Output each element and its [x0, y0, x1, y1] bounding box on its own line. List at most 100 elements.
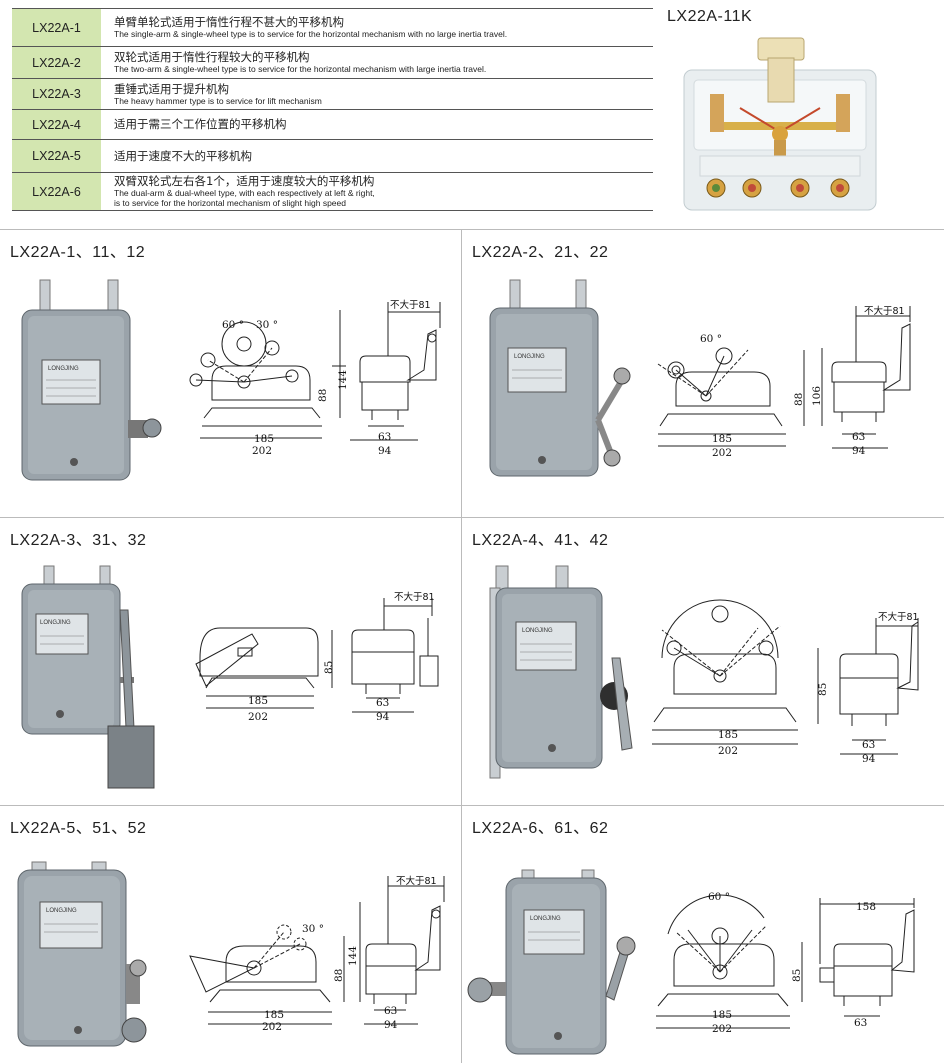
switch-photo: LONGJING [21, 565, 155, 789]
spec-desc-en: The single-arm & single-wheel type is to… [114, 29, 508, 39]
dim-max-label: 不大于81 [396, 875, 437, 887]
product-title: LX22A-4、41、42 [472, 532, 609, 549]
product-cell-graphics: LONGJING [467, 869, 915, 1055]
spec-description: 双臂双轮式左右各1个，适用于速度较大的平移机构 The dual-arm & d… [102, 173, 653, 210]
switch-photo: LONGJING [21, 279, 162, 481]
spec-description: 双轮式适用于惰性行程较大的平移机构 The two-arm & single-w… [102, 47, 653, 78]
switch-photo: LONGJING [17, 861, 147, 1047]
dim-total-width: 202 [248, 711, 268, 723]
dim-total-width: 202 [718, 745, 738, 757]
dim-height: 88 [333, 969, 345, 982]
spec-code: LX22A-5 [12, 140, 102, 172]
dim-total-depth: 94 [862, 753, 876, 765]
top-product-photo [683, 37, 877, 211]
dim-width: 185 [254, 433, 274, 445]
dim-overall-width: 158 [856, 901, 876, 913]
dim-overall-height: 144 [347, 946, 359, 966]
front-view-drawing [657, 306, 911, 449]
top-product-title: LX22A-11K [667, 8, 753, 25]
spec-desc-en: The heavy hammer type is to service for … [114, 95, 322, 106]
angle-label: 60 ° [700, 333, 722, 345]
product-cell-graphics: LONGJING [489, 565, 919, 779]
product-cell-graphics: LONGJING [21, 279, 441, 481]
product-title: LX22A-3、31、32 [10, 532, 147, 549]
spec-desc-cn: 双臂双轮式左右各1个，适用于速度较大的平移机构 [114, 174, 375, 188]
dim-depth: 63 [854, 1017, 867, 1029]
dim-total-depth: 94 [376, 711, 390, 723]
dim-depth: 63 [862, 739, 875, 751]
dim-total-depth: 94 [378, 445, 392, 457]
dim-height: 88 [317, 389, 329, 402]
front-view-drawing [195, 598, 439, 713]
product-cell-lx22a-6: LX22A-6、61、62 LONGJING [462, 806, 924, 1063]
dim-total-width: 202 [712, 447, 732, 459]
dim-overall-height: 106 [811, 386, 823, 406]
divider [0, 517, 944, 518]
product-title: LX22A-5、51、52 [10, 820, 147, 837]
dim-max-label: 不大于81 [864, 305, 905, 317]
product-cell-lx22a-2: LX22A-2、21、22 LONGJING [462, 230, 924, 518]
spec-code: LX22A-6 [12, 173, 102, 210]
spec-row: LX22A-6 双臂双轮式左右各1个，适用于速度较大的平移机构 The dual… [12, 173, 653, 211]
dim-max-label: 不大于81 [878, 611, 919, 623]
dim-overall-height: 144 [337, 370, 349, 390]
product-cell-graphics: LONGJING [17, 861, 445, 1047]
dim-depth: 63 [378, 431, 391, 443]
angle-label: 30 ° [302, 923, 324, 935]
spec-desc-en: The dual-arm & dual-wheel type, with eac… [114, 188, 375, 198]
product-cell-lx22a-5: LX22A-5、51、52 LONGJING [0, 806, 462, 1063]
dim-height: 85 [791, 969, 803, 982]
spec-code: LX22A-4 [12, 110, 102, 139]
spec-row: LX22A-3 重锤式适用于提升机构 The heavy hammer type… [12, 79, 653, 110]
dim-width: 185 [718, 729, 738, 741]
front-view-drawing [652, 599, 919, 755]
dim-depth: 63 [376, 697, 389, 709]
product-title: LX22A-6、61、62 [472, 820, 609, 837]
nameplate-brand: LONGJING [46, 908, 77, 914]
dim-total-width: 202 [262, 1021, 282, 1033]
spec-desc-cn: 适用于速度不大的平移机构 [114, 148, 252, 163]
spec-description: 单臂单轮式适用于惰性行程不甚大的平移机构 The single-arm & si… [102, 9, 653, 46]
dim-total-depth: 94 [852, 445, 866, 457]
dim-width: 185 [264, 1009, 284, 1021]
spec-code: LX22A-1 [12, 9, 102, 46]
spec-description: 适用于需三个工作位置的平移机构 [102, 110, 653, 139]
dim-total-depth: 94 [384, 1019, 398, 1031]
spec-desc-en: is to service for the horizontal mechani… [114, 198, 346, 208]
dim-width: 185 [248, 695, 268, 707]
dim-max-label: 不大于81 [394, 591, 435, 603]
dim-height: 85 [323, 661, 335, 674]
angle-label: 60 ° [708, 891, 730, 903]
product-title: LX22A-1、11、12 [10, 244, 146, 261]
product-cell-graphics: LONGJING [489, 279, 911, 477]
dim-height: 85 [817, 683, 829, 696]
product-cell-lx22a-4: LX22A-4、41、42 LONGJING [462, 518, 924, 806]
dim-total-width: 202 [252, 445, 272, 457]
divider [0, 805, 944, 806]
front-view-drawing [189, 302, 441, 441]
nameplate-brand: LONGJING [40, 620, 71, 626]
product-cell-lx22a-3: LX22A-3、31、32 LONGJING [0, 518, 462, 806]
dim-max-label: 不大于81 [390, 299, 431, 311]
spec-row: LX22A-1 单臂单轮式适用于惰性行程不甚大的平移机构 The single-… [12, 9, 653, 47]
spec-code: LX22A-2 [12, 47, 102, 78]
dim-height: 88 [793, 393, 805, 406]
spec-description: 重锤式适用于提升机构 The heavy hammer type is to s… [102, 79, 653, 109]
product-cell-graphics: LONGJING 185 202 85 63 [21, 565, 439, 789]
spec-desc-cn: 单臂单轮式适用于惰性行程不甚大的平移机构 [114, 15, 344, 29]
angle-label: 60 ° [222, 319, 244, 331]
spec-row: LX22A-4 适用于需三个工作位置的平移机构 [12, 110, 653, 140]
divider [461, 229, 462, 1063]
product-cell-lx22a-1: LX22A-1、11、12 LONGJING [0, 230, 462, 518]
spec-description: 适用于速度不大的平移机构 [102, 140, 653, 172]
spec-desc-cn: 双轮式适用于惰性行程较大的平移机构 [114, 50, 310, 64]
nameplate-brand: LONGJING [48, 366, 79, 372]
nameplate-brand: LONGJING [530, 916, 561, 922]
dim-depth: 63 [384, 1005, 397, 1017]
spec-row: LX22A-5 适用于速度不大的平移机构 [12, 140, 653, 173]
spec-desc-cn: 适用于需三个工作位置的平移机构 [114, 117, 287, 131]
switch-photo: LONGJING [489, 565, 633, 779]
spec-row: LX22A-2 双轮式适用于惰性行程较大的平移机构 The two-arm & … [12, 47, 653, 79]
front-view-drawing [189, 876, 445, 1025]
spec-desc-en: The two-arm & single-wheel type is to se… [114, 64, 487, 74]
